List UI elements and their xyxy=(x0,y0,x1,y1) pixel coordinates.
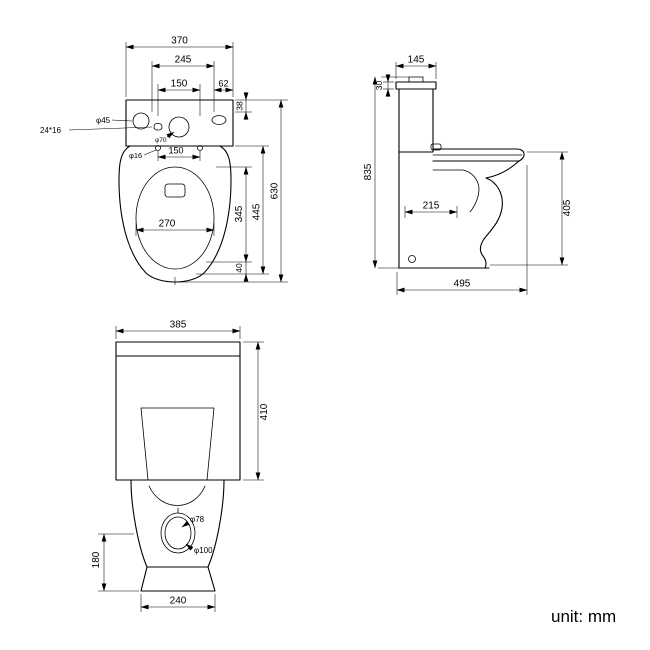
dim-text-150-top: 150 xyxy=(171,79,188,90)
flush-outlet xyxy=(164,183,186,198)
dim-text-495: 495 xyxy=(454,279,471,290)
bowl-back-trapezoid xyxy=(140,407,215,481)
leader-line xyxy=(181,520,190,528)
bowl-side-right xyxy=(207,479,225,568)
label-dia-100: φ100 xyxy=(194,546,213,555)
dim-text-40: 40 xyxy=(234,263,244,273)
dim-text-270: 270 xyxy=(159,219,176,230)
dim-text-385: 385 xyxy=(170,320,187,331)
tank-outline-side xyxy=(398,88,434,153)
dim-text-245: 245 xyxy=(175,55,192,66)
dim-text-30: 30 xyxy=(374,81,384,91)
bowl-opening xyxy=(135,166,215,270)
tank-outline-plan xyxy=(125,99,234,147)
leader-line xyxy=(111,119,133,122)
slot-24x16 xyxy=(153,123,163,131)
flush-button-side xyxy=(408,76,424,83)
front-view: 385 410 180 240 φ78 φ100 xyxy=(91,320,270,612)
dim-text-405: 405 xyxy=(562,199,573,216)
dim-text-240: 240 xyxy=(170,596,187,607)
bowl-side-left xyxy=(130,479,148,568)
valve-hole-70 xyxy=(168,116,190,138)
bolt-hole-16-right xyxy=(197,145,203,151)
tank-outline-front xyxy=(115,341,241,481)
leader-line xyxy=(166,131,175,139)
label-24x16: 24*16 xyxy=(40,126,61,135)
dim-text-630: 630 xyxy=(270,182,281,199)
label-dia-78: φ78 xyxy=(190,515,205,524)
label-dia-70: φ70 xyxy=(155,137,167,144)
leader-line xyxy=(185,543,194,551)
dim-text-62: 62 xyxy=(218,79,228,89)
label-dia-16: φ16 xyxy=(129,151,142,160)
dim-text-145: 145 xyxy=(408,55,425,66)
dim-text-370: 370 xyxy=(171,36,188,47)
side-view: 145 30 835 215 405 495 xyxy=(363,55,573,295)
dim-text-38: 38 xyxy=(235,101,245,111)
dim-text-410: 410 xyxy=(259,403,270,420)
unit-label: unit: mm xyxy=(551,607,616,626)
floor-bolt-cap xyxy=(408,255,416,263)
dim-text-445: 445 xyxy=(252,203,263,220)
dim-text-835: 835 xyxy=(363,163,374,180)
bolt-hole-16-left xyxy=(155,145,161,151)
dim-text-345: 345 xyxy=(234,205,245,222)
dim-text-215: 215 xyxy=(423,201,440,212)
top-view: 370 245 150 62 φ45 24*16 φ70 38 φ16 150 … xyxy=(40,36,288,285)
rim-underside xyxy=(485,160,520,179)
base-skirt xyxy=(140,566,216,592)
leader-line xyxy=(68,126,153,131)
supply-hole-45 xyxy=(132,112,150,130)
leader-line xyxy=(143,149,157,156)
label-dia-45: φ45 xyxy=(96,116,111,125)
bowl-interior-curve xyxy=(148,485,206,506)
dim-text-150-holes: 150 xyxy=(168,146,183,156)
tank-lid-side xyxy=(395,81,437,90)
dim-text-180: 180 xyxy=(91,551,102,568)
outlet-ring-78 xyxy=(164,516,192,550)
seat-hinge xyxy=(430,143,442,151)
button-slot xyxy=(211,115,227,125)
trapway-profile xyxy=(479,177,503,269)
bowl-interior-line xyxy=(432,169,480,213)
